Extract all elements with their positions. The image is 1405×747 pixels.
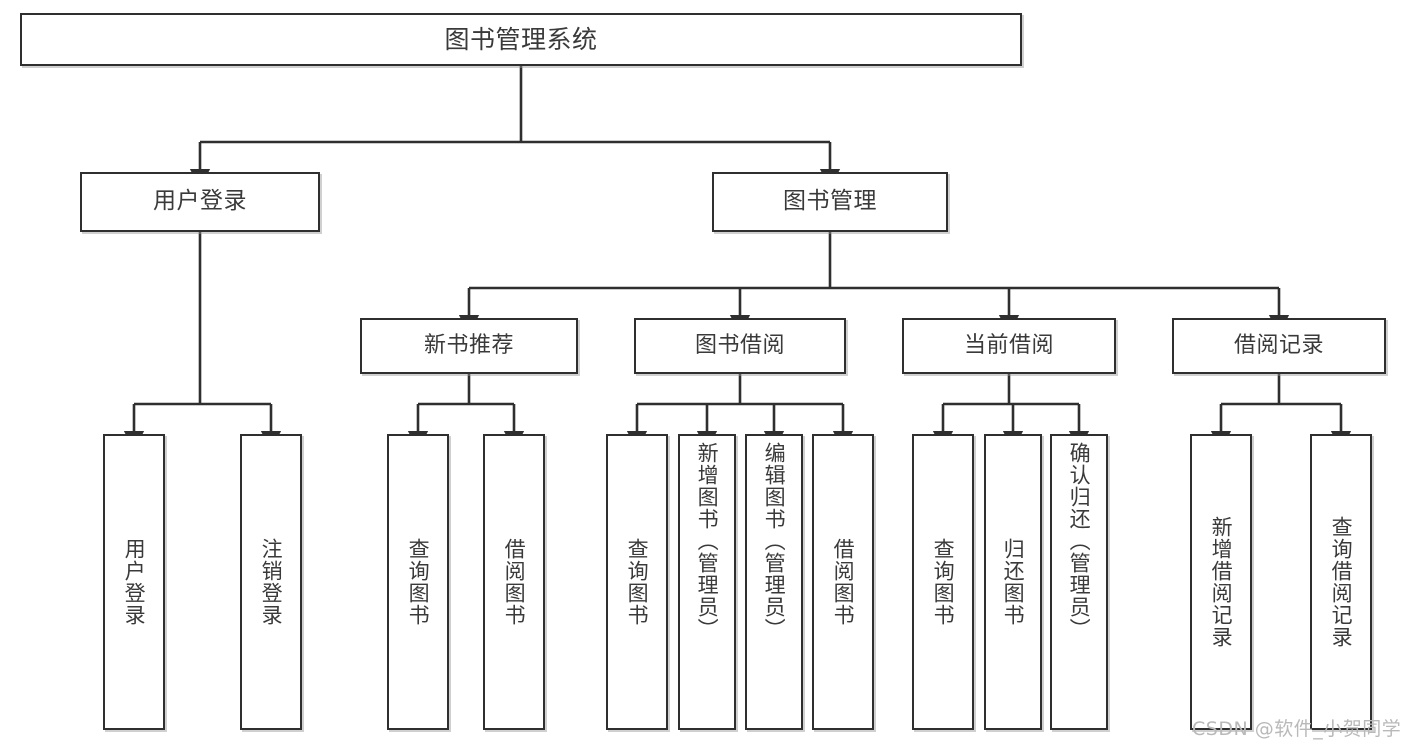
node-label-leaf-add-book: 新增图书（管理员） [695,442,720,640]
node-current-borrow[interactable]: 当前借阅 [902,318,1116,374]
node-label-new-book-rec: 新书推荐 [423,333,514,359]
node-borrow-record[interactable]: 借阅记录 [1172,318,1386,374]
watermark-text: CSDN @软件_小贺同学 [1192,718,1402,740]
node-label-leaf-return-book: 归还图书 [1001,538,1026,626]
node-leaf-borrow-book-2[interactable]: 借阅图书 [812,434,874,730]
node-leaf-query-book-2[interactable]: 查询图书 [606,434,668,730]
node-root[interactable]: 图书管理系统 [20,13,1022,66]
node-label-leaf-confirm-ret: 确认归还（管理员） [1067,442,1092,640]
node-leaf-add-record[interactable]: 新增借阅记录 [1190,434,1252,730]
node-new-book-rec[interactable]: 新书推荐 [360,318,578,374]
node-label-leaf-user-login: 用户登录 [122,538,147,626]
node-leaf-user-logout[interactable]: 注销登录 [240,434,302,730]
node-leaf-user-login[interactable]: 用户登录 [103,434,165,730]
node-label-current-borrow: 当前借阅 [963,333,1054,359]
node-leaf-return-book[interactable]: 归还图书 [984,434,1042,730]
node-label-book-manage: 图书管理 [783,188,877,215]
node-leaf-confirm-ret[interactable]: 确认归还（管理员） [1050,434,1108,730]
node-leaf-borrow-book-1[interactable]: 借阅图书 [483,434,545,730]
node-label-root: 图书管理系统 [444,24,598,54]
node-user-login[interactable]: 用户登录 [80,172,320,232]
node-label-leaf-user-logout: 注销登录 [259,538,284,626]
node-book-manage[interactable]: 图书管理 [712,172,948,232]
node-label-leaf-query-book-1: 查询图书 [406,538,431,626]
node-label-user-login: 用户登录 [153,188,247,215]
node-label-leaf-borrow-book-2: 借阅图书 [831,538,856,626]
node-label-leaf-query-book-3: 查询图书 [931,538,956,626]
node-label-leaf-edit-book: 编辑图书（管理员） [762,442,787,640]
node-leaf-edit-book[interactable]: 编辑图书（管理员） [745,434,803,730]
node-leaf-query-book-1[interactable]: 查询图书 [387,434,449,730]
node-label-borrow-record: 借阅记录 [1233,333,1324,359]
node-leaf-query-book-3[interactable]: 查询图书 [912,434,974,730]
node-label-book-borrow: 图书借阅 [694,333,785,359]
node-label-leaf-query-book-2: 查询图书 [625,538,650,626]
node-label-leaf-add-record: 新增借阅记录 [1209,516,1234,648]
node-leaf-add-book[interactable]: 新增图书（管理员） [678,434,736,730]
node-label-leaf-borrow-book-1: 借阅图书 [502,538,527,626]
node-leaf-query-record[interactable]: 查询借阅记录 [1310,434,1372,730]
node-book-borrow[interactable]: 图书借阅 [634,318,846,374]
node-label-leaf-query-record: 查询借阅记录 [1329,516,1354,648]
